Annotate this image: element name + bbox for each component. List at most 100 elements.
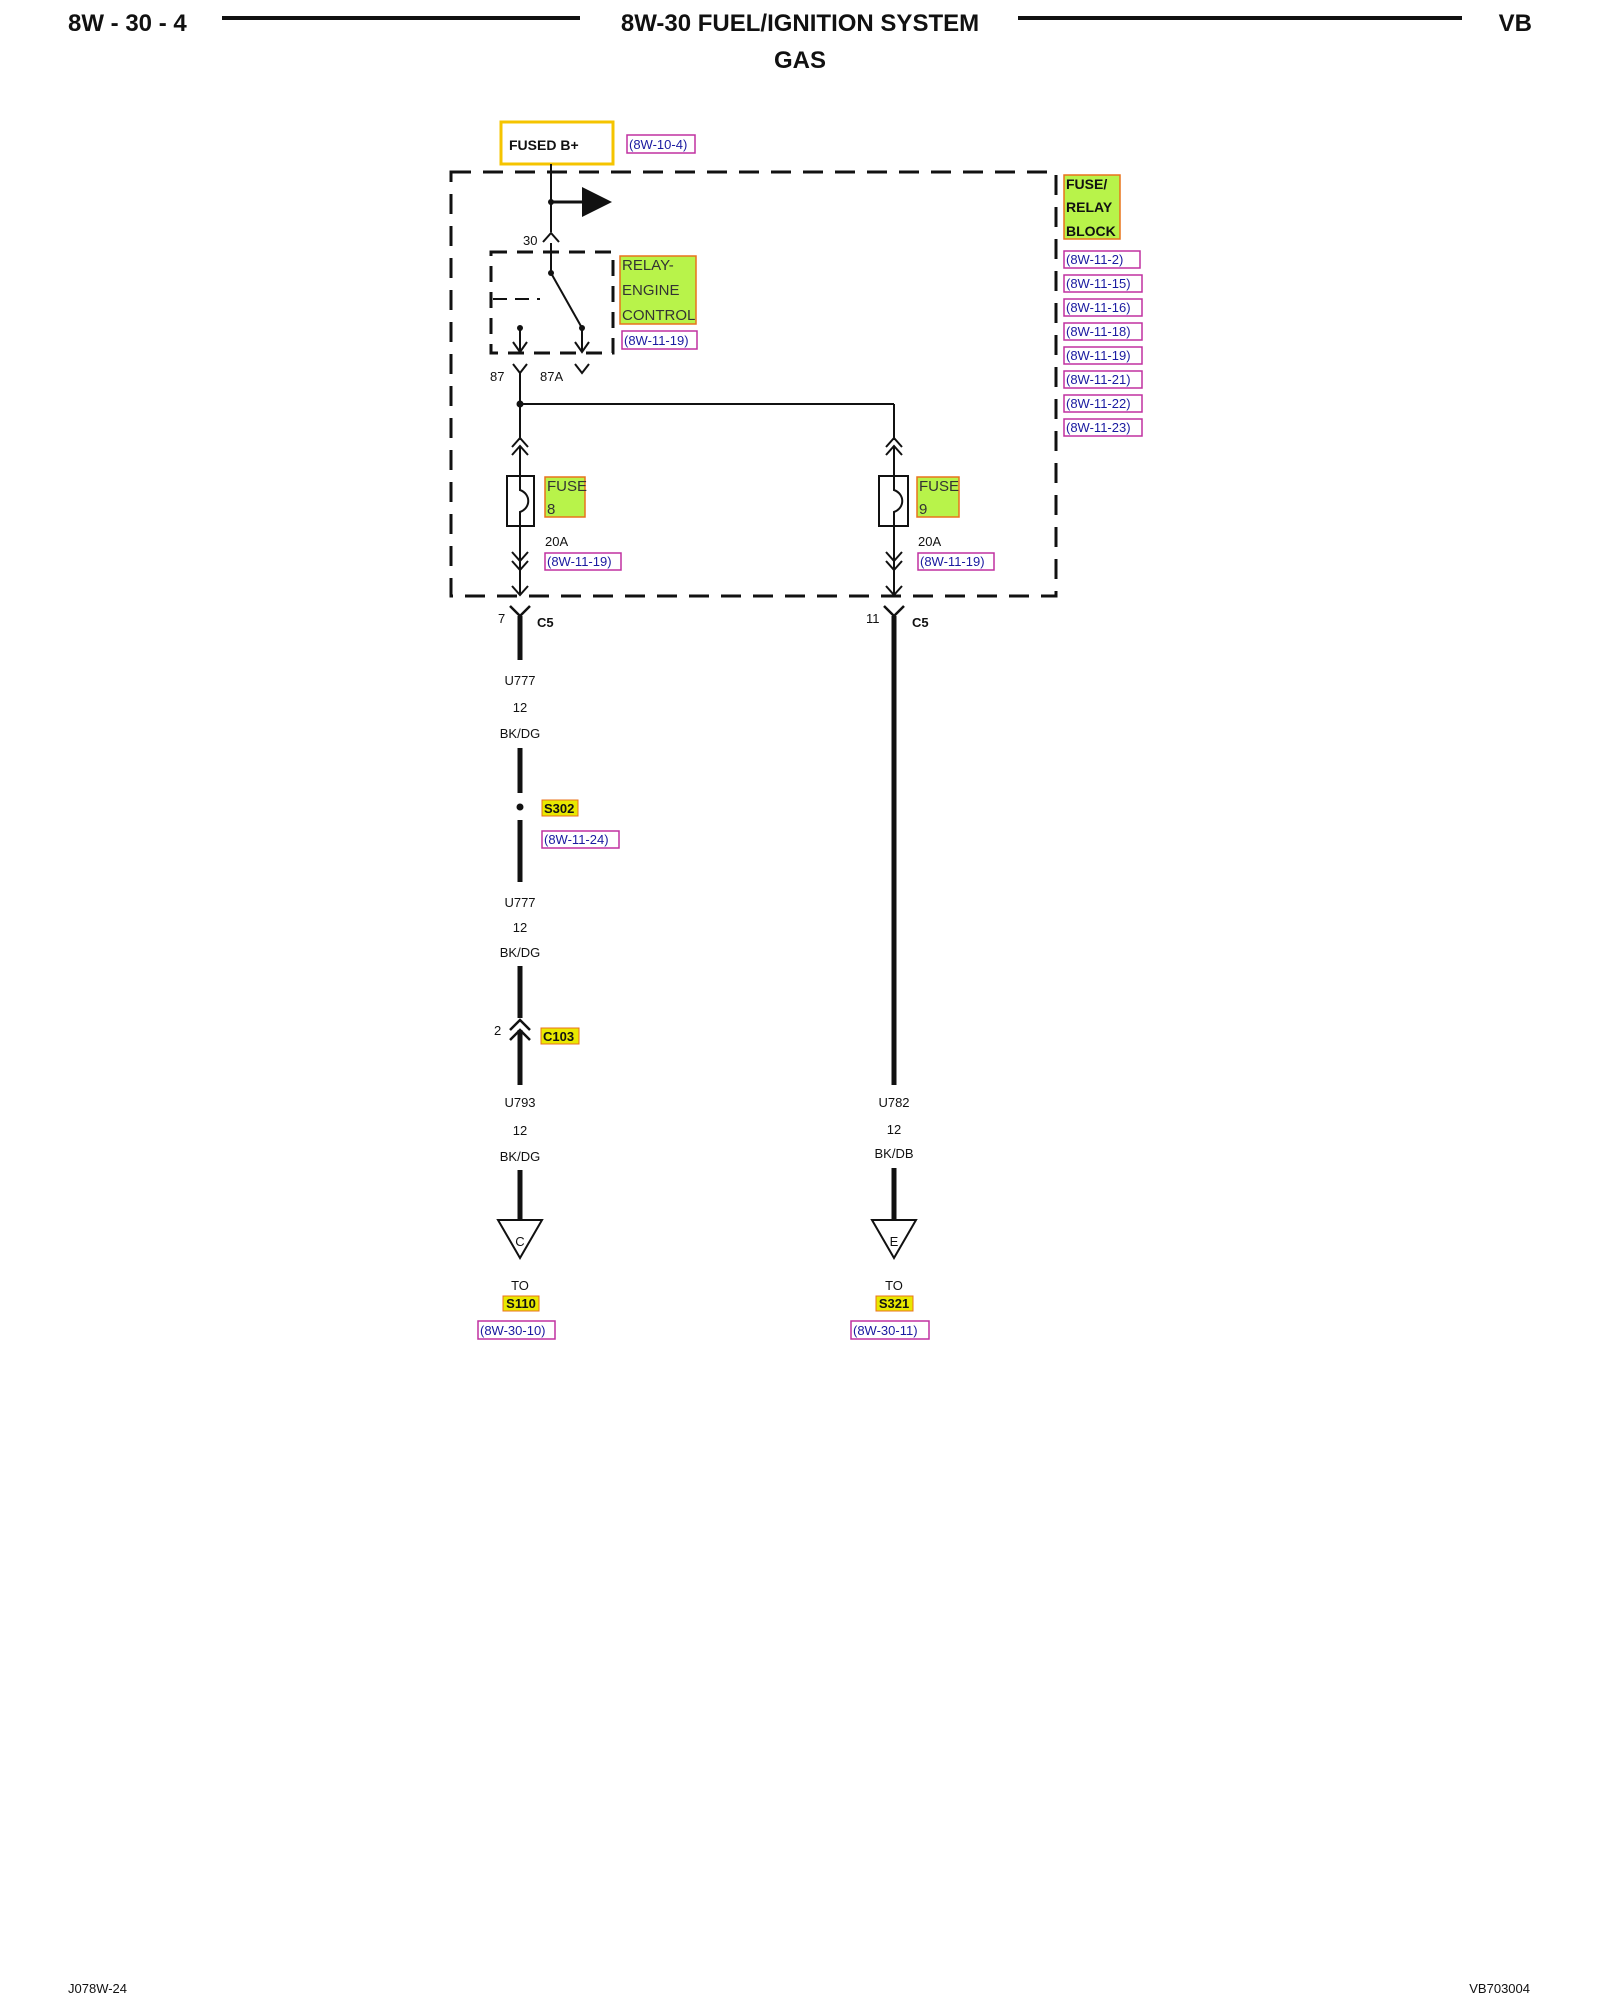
left-c5-pin: 7 [498, 611, 505, 626]
block-ref-6[interactable]: (8W-11-21) [1066, 372, 1131, 387]
fused-b-plus-ref[interactable]: (8W-10-4) [629, 137, 687, 152]
fuse-relay-block-refs: (8W-11-2) (8W-11-15) (8W-11-16) (8W-11-1… [1063, 250, 1143, 437]
left-to-label: TO [511, 1278, 529, 1293]
fuse-relay-block-label-2: RELAY [1066, 199, 1113, 215]
fused-b-plus-ref-box[interactable] [626, 134, 696, 154]
page-subtitle: GAS [774, 47, 826, 74]
left-wire3-circuit: U793 [504, 1095, 535, 1110]
block-ref-box-8[interactable] [1063, 418, 1143, 437]
c103-pin: 2 [494, 1023, 501, 1038]
fuse-8-element [519, 476, 530, 526]
relay-87-arrow [512, 341, 528, 354]
right-c5-pin: 11 [866, 611, 880, 626]
right-c5-name: C5 [912, 615, 929, 630]
block-ref-box-7[interactable] [1063, 394, 1143, 413]
pin-87-connector [512, 363, 528, 375]
pin-87a-connector [574, 363, 590, 375]
block-ref-2[interactable]: (8W-11-15) [1066, 276, 1131, 291]
left-wire2-color: BK/DG [500, 945, 540, 960]
relay-pin-87a-label: 87A [540, 369, 563, 384]
offpage-c-triangle [496, 1219, 544, 1260]
fuse-9-ref[interactable]: (8W-11-19) [920, 554, 985, 569]
fuse-relay-block-label-box [1063, 174, 1121, 240]
pin-30-chevron [542, 231, 560, 243]
fuse-9-element [893, 476, 904, 526]
block-ref-5[interactable]: (8W-11-19) [1066, 348, 1131, 363]
left-wire1-color: BK/DG [500, 726, 540, 741]
block-ref-box-2[interactable] [1063, 274, 1143, 293]
offpage-e-triangle [870, 1219, 918, 1260]
left-c5-connector [509, 605, 531, 618]
block-ref-1[interactable]: (8W-11-2) [1066, 252, 1123, 267]
left-wire3-color: BK/DG [500, 1149, 540, 1164]
relay-label-2: ENGINE [622, 282, 680, 299]
relay-ref[interactable]: (8W-11-19) [624, 333, 689, 348]
splice-s302-ref-box[interactable] [541, 830, 620, 849]
fuse-9-label-2: 9 [919, 501, 927, 518]
fuse-8-label-box [544, 476, 586, 518]
relay-label-box [619, 255, 697, 325]
footer-left-code: J078W-24 [68, 1981, 127, 1996]
fuse-8-out-connector [511, 551, 529, 572]
relay-pin-87-label: 87 [490, 369, 504, 384]
fuse-9-rating: 20A [918, 534, 941, 549]
relay-label-3: CONTROL [622, 307, 695, 324]
relay-87a-arrow [574, 341, 590, 354]
page-title: 8W-30 FUEL/IGNITION SYSTEM [621, 10, 979, 37]
right-c5-connector [883, 605, 905, 618]
right-wire-circuit: U782 [878, 1095, 909, 1110]
fuse-8-label-2: 8 [547, 501, 555, 518]
model-code: VB [1499, 10, 1532, 37]
fuse-9-label-1: FUSE [919, 478, 959, 495]
block-ref-8[interactable]: (8W-11-23) [1066, 420, 1131, 435]
fused-b-plus-box [499, 120, 615, 166]
c103-label-box [540, 1027, 580, 1045]
left-wire2-circuit: U777 [504, 895, 535, 910]
block-ref-box-1[interactable] [1063, 250, 1141, 269]
right-wire-gauge: 12 [887, 1122, 901, 1137]
fuse-relay-block-label-3: BLOCK [1066, 223, 1116, 239]
splice-s302-label: S302 [544, 801, 574, 816]
offpage-e-letter: E [890, 1234, 899, 1249]
block-ref-box-3[interactable] [1063, 298, 1143, 317]
relay-switch-arm [550, 272, 583, 329]
block-ref-box-6[interactable] [1063, 370, 1143, 389]
relay-pin-30-label: 30 [523, 233, 537, 248]
right-to-target: S321 [879, 1296, 909, 1311]
relay-ref-box[interactable] [621, 330, 698, 350]
right-to-ref[interactable]: (8W-30-11) [853, 1323, 918, 1338]
left-to-target: S110 [506, 1296, 536, 1311]
right-to-ref-box[interactable] [850, 1320, 930, 1340]
fuse-9-block-exit [885, 585, 903, 597]
fused-b-plus-label: FUSED B+ [509, 137, 579, 153]
block-ref-box-5[interactable] [1063, 346, 1143, 365]
fuse-9-ref-box[interactable] [917, 552, 995, 571]
left-wire3-gauge: 12 [513, 1123, 527, 1138]
left-to-ref[interactable]: (8W-30-10) [480, 1323, 546, 1338]
fuse-8-block-exit [511, 585, 529, 597]
fuse-8-ref-box[interactable] [544, 552, 622, 571]
page-id: 8W - 30 - 4 [68, 10, 187, 37]
splice-s302-label-box [541, 799, 579, 817]
fuse-relay-block-boundary [449, 170, 1058, 598]
splice-s302-ref[interactable]: (8W-11-24) [544, 832, 609, 847]
left-to-target-box [502, 1295, 540, 1312]
block-ref-box-4[interactable] [1063, 322, 1143, 341]
relay-label-1: RELAY- [622, 257, 674, 274]
left-wire2-gauge: 12 [513, 920, 527, 935]
fuse-8-ref[interactable]: (8W-11-19) [547, 554, 612, 569]
offpage-c-letter: C [515, 1234, 524, 1249]
block-ref-7[interactable]: (8W-11-22) [1066, 396, 1131, 411]
footer-right-code: VB703004 [1469, 1981, 1530, 1996]
fuse-9-out-connector [885, 551, 903, 572]
block-ref-3[interactable]: (8W-11-16) [1066, 300, 1131, 315]
right-to-target-box [875, 1295, 914, 1312]
fuse-relay-block-label-1: FUSE/ [1066, 176, 1107, 192]
left-to-ref-box[interactable] [477, 1320, 556, 1340]
c103-label: C103 [543, 1029, 574, 1044]
block-ref-4[interactable]: (8W-11-18) [1066, 324, 1131, 339]
splice-s302-dot [516, 803, 524, 811]
right-wire-color: BK/DB [874, 1146, 913, 1161]
right-to-label: TO [885, 1278, 903, 1293]
